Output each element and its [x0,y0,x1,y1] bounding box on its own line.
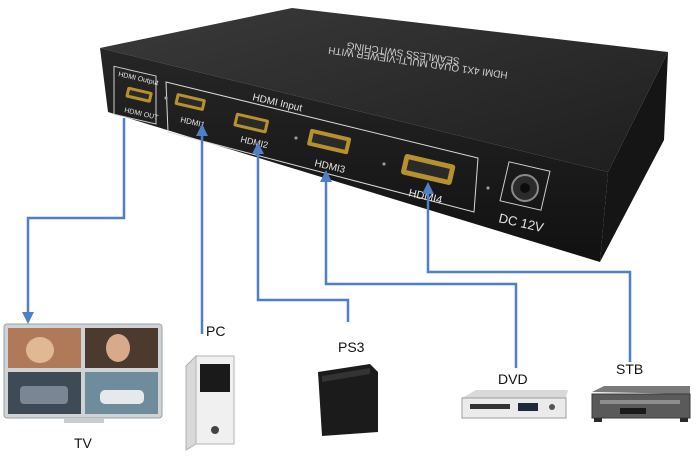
pc-device: PC [185,323,235,451]
stb-top [592,386,690,394]
hdmi-input-port-2 [233,112,269,134]
ps3-console-body [318,364,378,436]
tv-device: TV [3,323,163,451]
connector-output-to-tv [26,118,126,318]
indicator-dot [294,136,298,140]
ps3-highlight [322,368,370,382]
dvd-top [462,390,568,398]
dvd-disc-tray [470,404,510,409]
dvd-device: DVD [461,371,568,419]
ps3-device: PS3 [318,339,378,436]
pc-tower-side [185,354,197,451]
dc-jack-pin [520,183,530,193]
ps3-label: PS3 [338,339,365,355]
indicator-dot [382,162,386,166]
tv-stand-base [64,418,104,423]
pc-label: PC [206,323,225,339]
stb-front [591,393,691,419]
connector-dvd-to-hdmi3 [324,174,518,368]
arrowheads [22,124,434,324]
indicator-dot [164,96,168,100]
hdmi-input-group-frame [165,81,479,213]
arrow-to-hdmi3 [320,170,332,182]
hdmi-input-port-3 [307,128,352,155]
connector-lines [26,118,632,368]
stb-foot [680,418,688,422]
box-right-side [600,52,668,262]
box-top-surface [100,8,668,172]
pc-drive-bay [200,364,230,392]
arrow-to-tv [22,312,34,324]
connector-stb-to-hdmi4 [426,186,632,362]
hdmi-output-frame [113,65,157,125]
arrow-to-hdmi4 [422,182,434,194]
stb-foot [594,418,602,422]
hdmi-output-port [125,86,153,103]
stb-display [620,408,646,414]
arrow-to-hdmi2 [252,142,264,154]
box-front-face [100,48,608,262]
dvd-label: DVD [498,371,528,387]
arrow-to-hdmi1 [196,124,208,136]
multiviewer-box: HDMI 4X1 QUAD MULTI-VIEWER WITH SEAMLESS… [100,8,668,262]
dvd-front [461,397,567,419]
connector-ps3-to-hdmi2 [256,146,350,322]
stb-device: STB [591,361,691,422]
stb-label: STB [616,361,643,377]
dvd-knob [549,404,555,410]
indicator-dot [486,186,490,190]
hdmi-input-port-4 [401,154,456,185]
tv-quad-screen [8,328,158,414]
stb-panel-strip [600,400,680,404]
dvd-display [518,403,538,411]
dc-jack-frame [499,161,551,211]
pc-power-button [211,426,219,434]
tv-label: TV [74,435,93,451]
hdmi-input-port-1 [174,93,206,111]
